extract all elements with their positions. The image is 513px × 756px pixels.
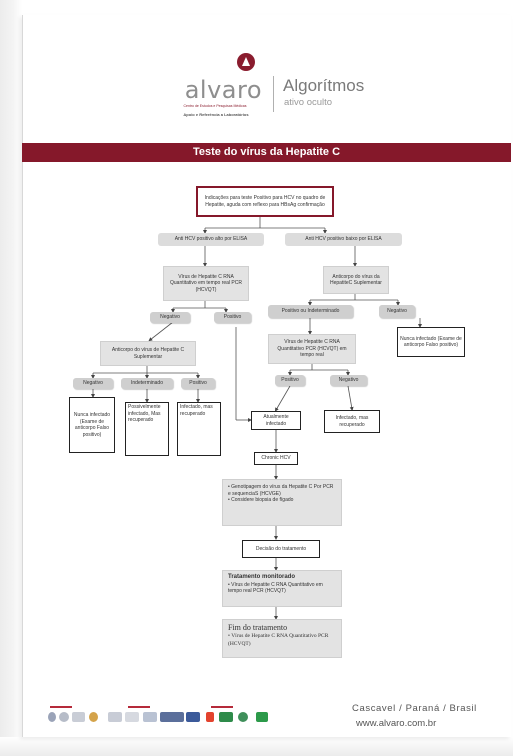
flow-indicacoes: Indicações para teste Positivo para HCV …: [196, 186, 334, 217]
sponsor-logo-5: [108, 712, 122, 722]
sponsor-logo-6: [125, 712, 139, 722]
sponsor-logo-7: [143, 712, 157, 722]
flow-indeterminado: Indeterminado: [121, 378, 173, 389]
flow-fim-title: Fim do tratamento: [228, 623, 288, 632]
flow-tratamento-monitorado: Tratamento monitorado • Vírus de Hepatit…: [222, 570, 342, 607]
flow-atualmente-infectado: Atualmente infectado: [251, 411, 301, 430]
flow-fim-item: • Vírus de Hepatite C RNA Quantitativo P…: [228, 633, 329, 647]
sponsor-logo-4: [89, 712, 98, 722]
sponsor-label-2: [128, 706, 150, 708]
flow-negativo-right: Negativo: [379, 305, 415, 318]
flow-anticorpo-suplementar-left: Anticorpo do vírus de Hepatite C Supleme…: [100, 341, 196, 366]
flow-rna-quantitativo-2: Vírus de Hepatite C RNA Quantitativo PCR…: [268, 334, 356, 364]
flow-genotipagem: • Genotipagem do vírus da Hepatite C Por…: [222, 479, 342, 526]
sponsor-logo-1: [48, 712, 56, 722]
sponsor-label-1: [50, 706, 72, 708]
document-sheet: [22, 15, 511, 737]
flow-positivo-1: Positivo: [214, 312, 251, 323]
header-title: Algorítmos: [283, 76, 365, 95]
flow-nunca-infectado-left: Nunca infectado (Exame de anticorpo Fals…: [69, 397, 115, 453]
flow-positivo-indeterminado: Positivo ou Indeterminado: [268, 305, 353, 318]
flow-decisao-tratamento: Decisão do tratamento: [242, 540, 320, 558]
page-shadow-bottom: [0, 737, 513, 756]
flow-anticorpo-suplementar-right: Anticorpo do vírus da HepatiteC Suplemen…: [323, 266, 389, 294]
flow-tratamento-item: • Vírus de Hepatite C RNA Quantitativo e…: [228, 581, 323, 595]
sponsor-logo-13: [256, 712, 268, 722]
sponsor-logo-2: [59, 712, 69, 722]
title-banner: Teste do vírus da Hepatite C: [22, 143, 511, 162]
sponsor-logo-11: [219, 712, 233, 722]
flow-negativo-1: Negativo: [150, 312, 190, 323]
brand-name: alvaro: [184, 76, 262, 104]
flow-anti-hcv-alto: Anti HCV positivo alto por ELISA: [158, 233, 264, 246]
footer-url-link[interactable]: www.alvaro.com.br: [356, 718, 437, 729]
flow-genotipagem-item-1: • Genotipagem do vírus da Hepatite C Por…: [228, 484, 334, 497]
brand-tagline: Centro de Estudos e Pesquisas Médicas: [183, 104, 247, 108]
alvaro-logo-icon: [237, 53, 255, 71]
brand-subtitle: Apoio e Referência a Laboratórios: [183, 112, 249, 117]
page-title: Teste do vírus da Hepatite C: [192, 146, 341, 158]
flow-genotipagem-item-2: • Considere biopsia de fígado: [228, 497, 294, 503]
header-subtitle: ativo oculto: [284, 97, 333, 108]
flow-infectado-recuperado-left: Infectado, mas recuperado: [177, 402, 221, 456]
header-divider: [273, 76, 274, 112]
flow-chronic-hcv: Chronic HCV: [254, 452, 298, 465]
sponsor-logo-12: [238, 712, 248, 722]
flow-positivo-2: Positivo: [181, 378, 215, 389]
flow-anti-hcv-baixo: Anti HCV positivo baixo por ELISA: [285, 233, 402, 246]
flow-possivelmente-infectado: Possivelmente infectado, Mas recuperado: [125, 402, 169, 456]
flow-negativo-2: Negativo: [73, 378, 113, 389]
flow-infectado-recuperado-right: Infectado, mas recuperado: [324, 410, 380, 433]
sponsor-label-3: [211, 706, 233, 708]
flow-fim-tratamento: Fim do tratamento • Vírus de Hepatite C …: [222, 619, 342, 658]
flow-negativo-3: Negativo: [330, 375, 367, 386]
sponsor-logo-10: [206, 712, 214, 722]
sponsor-logo-8: [160, 712, 184, 722]
flow-nunca-infectado-right: Nunca infectado (Exame de anticorpo Fals…: [397, 327, 465, 357]
flow-tratamento-title: Tratamento monitorado: [228, 574, 296, 580]
sponsor-logo-9: [186, 712, 200, 722]
flow-positivo-3: Positivo: [275, 375, 305, 386]
sponsor-logo-3: [72, 712, 85, 722]
page-shadow-left: [0, 0, 22, 756]
footer-location: Cascavel / Paraná / Brasil: [352, 703, 477, 714]
flow-rna-quantitativo: Vírus de Hepatite C RNA Quantitativo em …: [163, 266, 249, 301]
